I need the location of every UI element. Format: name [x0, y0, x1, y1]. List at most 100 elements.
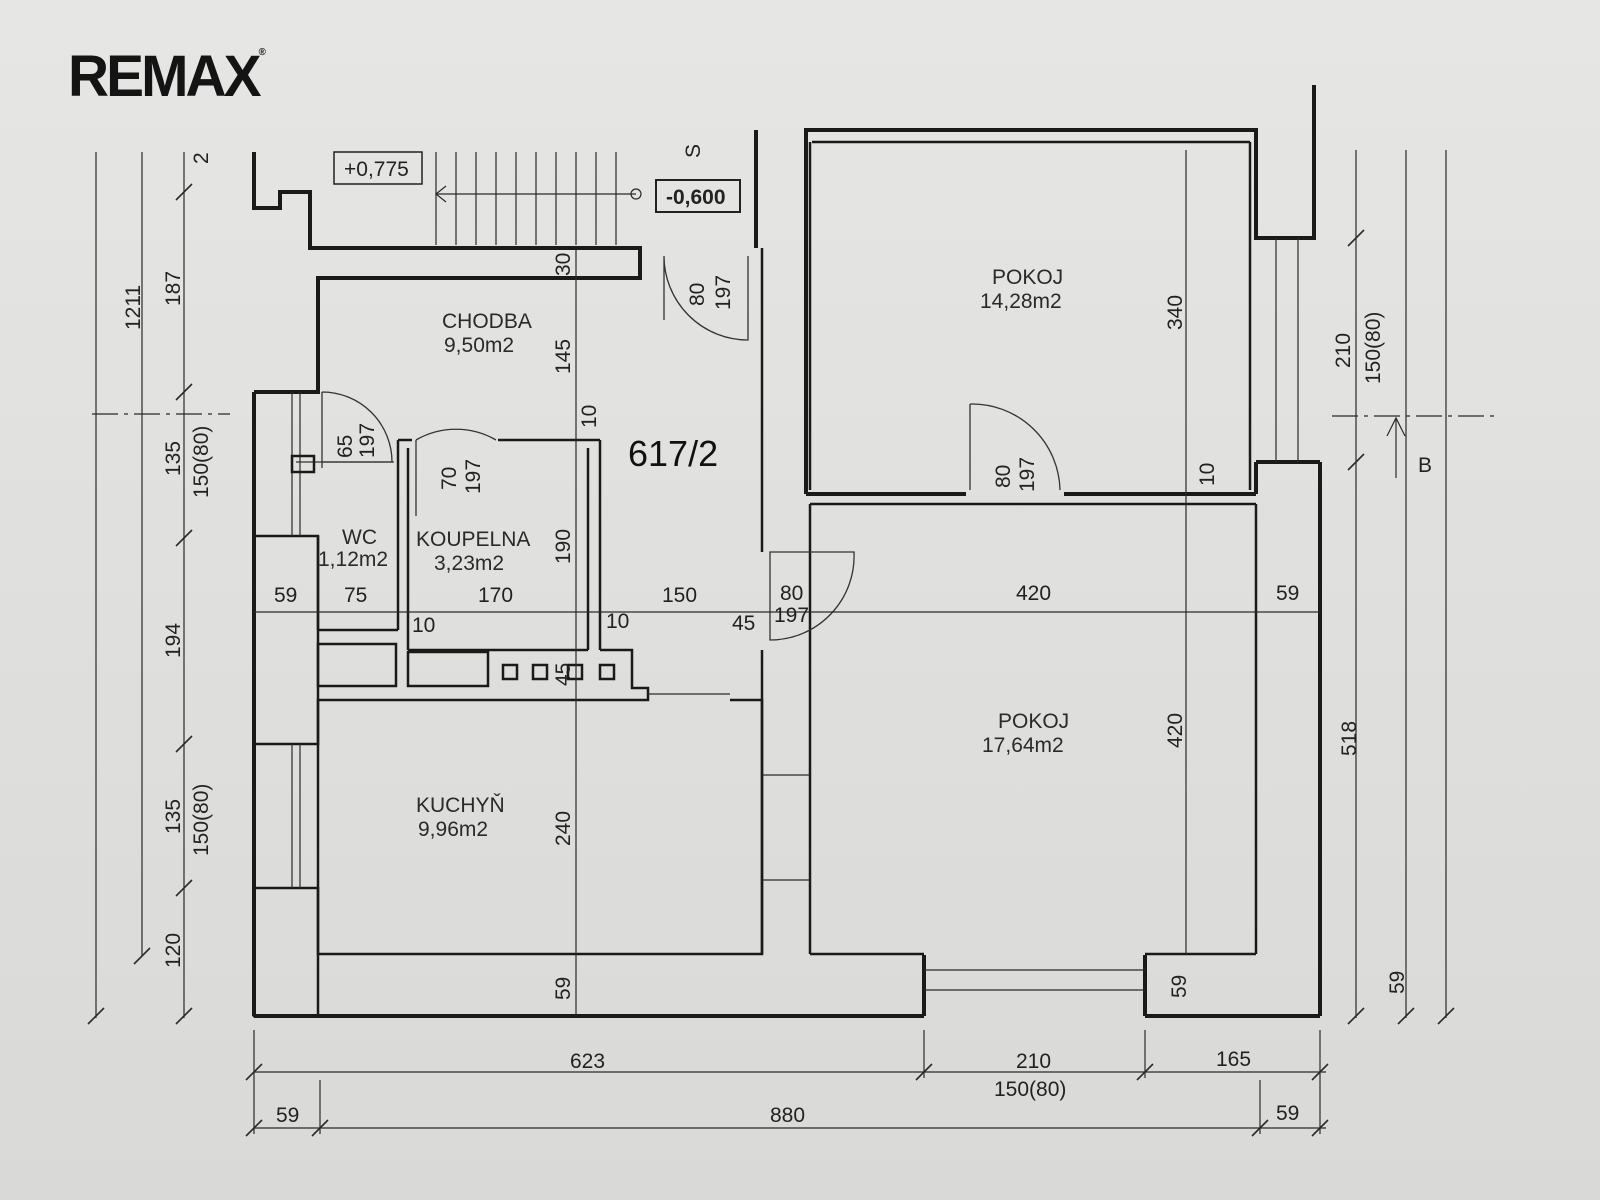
door-wc-swing — [321, 391, 393, 468]
dim-tick — [1397, 1007, 1415, 1025]
dim-tick — [1437, 1007, 1455, 1025]
dim-v-45: 45 — [552, 663, 575, 686]
dim-bottom-59a: 59 — [276, 1104, 299, 1127]
dim-mid-59b: 59 — [1276, 582, 1299, 605]
dim-v-340: 340 — [1164, 295, 1187, 330]
remax-logo: REMAX® — [68, 48, 266, 106]
dim-v-30: 30 — [552, 253, 575, 276]
flue-4 — [598, 663, 616, 681]
logo-text: REMAX — [68, 44, 262, 109]
wall-kitchen — [316, 648, 764, 956]
dim-tick — [1311, 1063, 1329, 1081]
dim-tick — [175, 383, 193, 401]
outer-walls — [252, 85, 1322, 1018]
inner-walls — [252, 140, 1258, 1018]
dim-tick — [311, 1119, 329, 1137]
dim-tick — [1347, 1007, 1365, 1025]
dim-v-10b: 10 — [1196, 463, 1219, 486]
door-dim-80b: 80 — [992, 465, 1015, 488]
door-room2-swing — [769, 551, 855, 641]
dim-left-2: 2 — [190, 152, 213, 164]
flue-1 — [501, 663, 519, 681]
dim-left-120: 120 — [162, 933, 185, 968]
stair-start — [630, 188, 642, 200]
level-lower: -0,600 — [666, 186, 726, 209]
room-pokoj2-area: 17,64m2 — [982, 734, 1064, 757]
dim-tick — [1136, 1063, 1154, 1081]
dim-right-59: 59 — [1386, 971, 1409, 994]
dim-right-150: 150(80) — [1362, 312, 1385, 384]
dim-mid-420: 420 — [1016, 582, 1051, 605]
dim-mid-10b: 10 — [606, 610, 629, 633]
dim-bottom-59b: 59 — [1276, 1102, 1299, 1125]
dim-left-187: 187 — [162, 271, 185, 306]
dim-tick — [133, 947, 151, 965]
dim-v-145: 145 — [552, 339, 575, 374]
wall-north-left — [252, 152, 642, 394]
dim-tick — [175, 735, 193, 753]
room-kuchyn-area: 9,96m2 — [418, 818, 488, 841]
registered-mark: ® — [258, 47, 266, 58]
dim-v-10: 10 — [578, 405, 601, 428]
dim-mid-45: 45 — [732, 612, 755, 635]
dim-right-210: 210 — [1332, 333, 1355, 368]
windows — [291, 238, 1299, 991]
parcel-number: 617/2 — [628, 433, 718, 474]
dim-v-59b: 59 — [1168, 975, 1191, 998]
dim-bottom-623: 623 — [570, 1050, 605, 1073]
dim-tick — [175, 529, 193, 547]
door-dim-197a: 197 — [712, 275, 735, 310]
dim-left-150b: 150(80) — [190, 784, 213, 856]
dim-v-190: 190 — [552, 529, 575, 564]
level-upper: +0,775 — [344, 158, 409, 181]
stair-mark: S — [682, 144, 705, 158]
flue-3 — [566, 663, 584, 681]
dim-tick — [1251, 1119, 1269, 1137]
dim-bottom-150: 150(80) — [994, 1078, 1066, 1101]
dim-bottom-210: 210 — [1016, 1050, 1051, 1073]
dim-v-240: 240 — [552, 811, 575, 846]
dim-tick — [915, 1063, 933, 1081]
room-kuchyn-name: KUCHYŇ — [416, 794, 505, 817]
dim-tick — [175, 1007, 193, 1025]
dim-tick — [1347, 229, 1365, 247]
section-arrow-head — [1386, 416, 1406, 437]
door-dim-197d: 197 — [1016, 457, 1039, 492]
level-box-lower — [655, 179, 741, 213]
flue-2 — [531, 663, 549, 681]
door-dim-65: 65 — [334, 435, 357, 458]
door-wc-frame — [290, 454, 316, 474]
dim-mid-170: 170 — [478, 584, 513, 607]
room-wc-area: 1,12m2 — [318, 548, 388, 571]
stair-arrow — [435, 185, 447, 203]
dim-bottom-165: 165 — [1216, 1048, 1251, 1071]
dim-tick — [245, 1063, 263, 1081]
room-pokoj1-name: POKOJ — [992, 266, 1063, 289]
room-koupelna-area: 3,23m2 — [434, 552, 504, 575]
dim-left-135a: 135 — [162, 441, 185, 476]
dim-v-420: 420 — [1164, 713, 1187, 748]
dim-left-135b: 135 — [162, 799, 185, 834]
dim-left-150a: 150(80) — [190, 426, 213, 498]
wall-north-right — [804, 85, 1316, 494]
dim-tick — [1311, 1119, 1329, 1137]
door-dim-80a: 80 — [686, 283, 709, 306]
wall-chimney-a — [316, 642, 398, 688]
section-mark: B — [1418, 454, 1432, 477]
wall-chimney-b — [406, 650, 490, 688]
dim-mid-59: 59 — [274, 584, 297, 607]
stairs — [435, 152, 642, 245]
room-wc-name: WC — [342, 526, 377, 549]
dim-left-194: 194 — [162, 623, 185, 658]
dim-tick — [175, 879, 193, 897]
dim-tick — [175, 183, 193, 201]
room-pokoj2-name: POKOJ — [998, 710, 1069, 733]
dim-tick — [87, 1007, 105, 1025]
dim-left-outer: 1211 — [122, 285, 145, 330]
door-entry-swing — [663, 255, 749, 341]
dim-v-59: 59 — [552, 977, 575, 1000]
dim-mid-80: 80 — [780, 582, 803, 605]
dim-mid-197: 197 — [774, 604, 809, 627]
room-chodba-area: 9,50m2 — [444, 334, 514, 357]
